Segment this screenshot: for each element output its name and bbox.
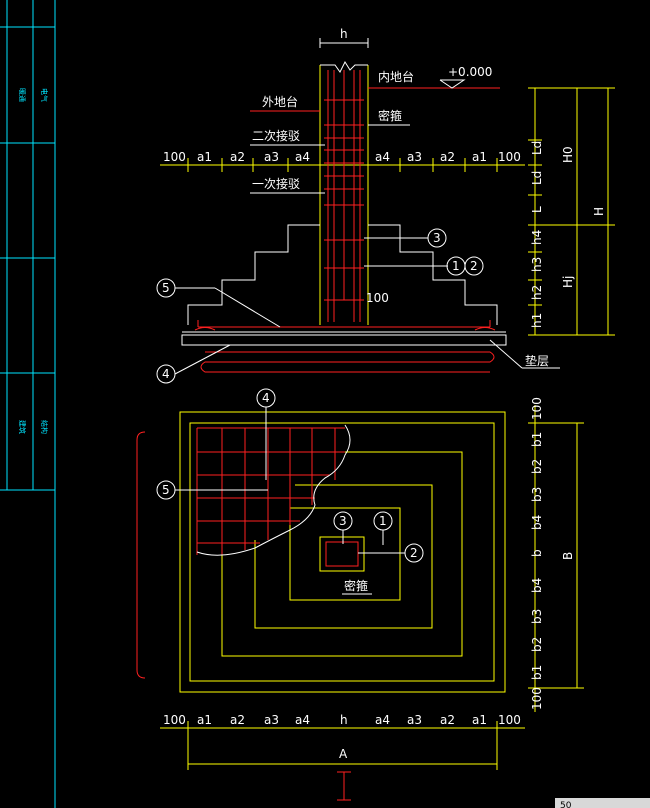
plan-right-dim-2: b2 [530, 459, 544, 474]
top-dim-right-4: 100 [498, 150, 521, 164]
plan-stirrup-label: 密箍 [344, 578, 368, 593]
text-cursor-icon [337, 771, 351, 801]
section-view: h 内地台 +0.000 外地台 密箍 二次接驳 一次接驳 100 a1 a2 [156, 27, 615, 384]
plan-marker-2: 2 [410, 546, 418, 560]
section-marker-5: 5 [162, 281, 170, 295]
sidebar-label-hvac: 暖通 [18, 88, 27, 102]
plan-bottom-dim-10: 100 [498, 713, 521, 727]
right-dim-ld2: Ld [530, 171, 544, 185]
cover-label: 100 [366, 291, 389, 305]
plan-right-dim-8: b2 [530, 637, 544, 652]
top-dim-left-3: a3 [264, 150, 279, 164]
plan-right-dim-10: 100 [530, 687, 544, 710]
plan-bottom-dim-2: a2 [230, 713, 245, 727]
stirrup-label: 密箍 [378, 108, 402, 123]
right-dim-ld1: Ld [530, 141, 544, 155]
cushion-label: 垫层 [525, 353, 549, 368]
top-dim-left-4: a4 [295, 150, 310, 164]
inner-ground-label: 内地台 [378, 69, 414, 84]
plan-right-dim-7: b3 [530, 609, 544, 624]
sidebar-label-arch: 建筑 [18, 420, 27, 434]
right-dim-h4: h4 [530, 230, 544, 245]
right-big-h0: H0 [561, 146, 575, 163]
top-dim-right-2: a2 [440, 150, 455, 164]
top-dim-right-3: a1 [472, 150, 487, 164]
plan-bottom-dim-3: a3 [264, 713, 279, 727]
sidebar-label-structure: 结构 [40, 420, 49, 434]
plan-right-dim-0: 100 [530, 397, 544, 420]
plan-right-dim-1: b1 [530, 432, 544, 447]
plan-right-total: B [561, 552, 575, 560]
second-splice-top-label: 二次接驳 [252, 128, 300, 143]
top-dim-right-1: a3 [407, 150, 422, 164]
plan-right-dim-4: b4 [530, 515, 544, 530]
section-marker-3: 3 [433, 231, 441, 245]
plan-bottom-dim-8: a2 [440, 713, 455, 727]
section-marker-2: 2 [470, 259, 478, 273]
plan-bottom-dim-0: 100 [163, 713, 186, 727]
plan-marker-3: 3 [339, 514, 347, 528]
second-splice-bottom-label: 一次接驳 [252, 176, 300, 191]
plan-right-dim-3: b3 [530, 487, 544, 502]
right-dim-h2: h2 [530, 285, 544, 300]
top-dim-right-0: a4 [375, 150, 390, 164]
plan-bottom-dim-7: a3 [407, 713, 422, 727]
plan-bottom-dim-5: h [340, 713, 348, 727]
title-block: 电气 暖通 结构 建筑 [0, 0, 56, 808]
sidebar-label-electric: 电气 [40, 88, 49, 102]
plan-bottom-dim-4: a4 [295, 713, 310, 727]
plan-bottom-dim-9: a1 [472, 713, 487, 727]
plan-view: 4 5 3 1 2 密箍 100 b1 b2 b3 b4 b b4 b3 b2 … [136, 388, 584, 801]
plan-marker-4: 4 [262, 391, 270, 405]
plan-marker-5: 5 [162, 483, 170, 497]
column-width-label: h [340, 27, 348, 41]
plan-bottom-dim-6: a4 [375, 713, 390, 727]
right-dim-l: L [530, 206, 544, 213]
outer-ground-label: 外地台 [262, 94, 298, 109]
plan-right-dim-5: b [530, 549, 544, 557]
status-corner-label: 50 [560, 801, 572, 808]
right-big-h: H [592, 207, 606, 216]
top-dim-left-0: 100 [163, 150, 186, 164]
plan-right-dim-9: b1 [530, 665, 544, 680]
top-dim-left-2: a2 [230, 150, 245, 164]
plan-bottom-total: A [339, 747, 348, 761]
status-corner-box[interactable] [555, 798, 650, 808]
right-dim-h3: h3 [530, 257, 544, 272]
right-big-hj: Hj [561, 276, 575, 288]
section-marker-1: 1 [452, 259, 460, 273]
plan-rebar-mesh [196, 424, 351, 556]
elevation-label: +0.000 [448, 65, 492, 79]
right-dim-h1: h1 [530, 313, 544, 328]
plan-marker-1: 1 [379, 514, 387, 528]
top-dim-left-1: a1 [197, 150, 212, 164]
plan-right-dim-6: b4 [530, 578, 544, 593]
plan-bottom-dim-1: a1 [197, 713, 212, 727]
section-marker-4: 4 [162, 367, 170, 381]
